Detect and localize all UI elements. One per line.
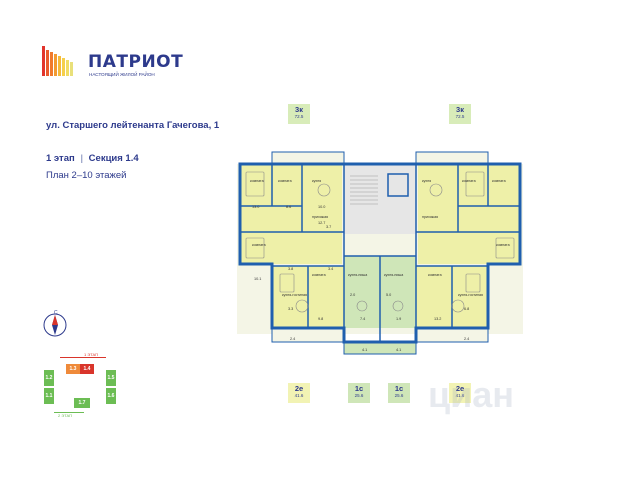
compass-icon: С: [43, 310, 67, 337]
apartment-tag-bottom-4: 2е 41.6: [449, 383, 471, 403]
svg-text:1.9: 1.9: [396, 317, 401, 321]
room-label: кухня-гостиная: [458, 293, 483, 297]
room-label: кухня-ниша: [348, 273, 367, 277]
room-label: кухня: [312, 179, 321, 183]
svg-text:2.4: 2.4: [290, 337, 295, 341]
svg-text:3.3: 3.3: [288, 307, 293, 311]
room-label: комната: [492, 179, 506, 183]
site-section-1.5: 1.5: [106, 370, 116, 386]
svg-text:4.1: 4.1: [396, 348, 401, 352]
room-label: комната: [252, 243, 266, 247]
stage-label: 1 этап | Секция 1.4: [46, 153, 139, 164]
address: ул. Старшего лейтенанта Гачегова, 1: [46, 120, 220, 131]
room-label: комната: [250, 179, 264, 183]
svg-text:10.1: 10.1: [254, 277, 261, 281]
svg-text:6.8: 6.8: [464, 307, 469, 311]
svg-text:10.0: 10.0: [318, 205, 325, 209]
svg-text:8.6: 8.6: [286, 205, 291, 209]
svg-text:2.0: 2.0: [350, 293, 355, 297]
room-label: комната: [428, 273, 442, 277]
stage-number: 1 этап: [46, 153, 75, 164]
room-label: комната: [278, 179, 292, 183]
site-section-1.2: 1.2: [44, 370, 54, 386]
site-section-1.1: 1.1: [44, 388, 54, 404]
watermark: циан: [428, 374, 515, 415]
svg-text:12.7: 12.7: [318, 221, 325, 225]
svg-text:4.1: 4.1: [362, 348, 367, 352]
apartment-tag-bottom-1: 2е 41.6: [288, 383, 310, 403]
room-label: кухня: [422, 179, 431, 183]
room-label: комната: [462, 179, 476, 183]
room-label: прихожая: [312, 215, 328, 219]
site-plan: 1 ЭТАП 1.3 1.4 1.2 1.1 1.5 1.6 1.7 2 ЭТА…: [40, 352, 120, 422]
site-section-1.6: 1.6: [106, 388, 116, 404]
site-section-1.4: 1.4: [80, 364, 94, 374]
room-label: кухня-ниша: [384, 273, 403, 277]
section-number: Секция 1.4: [88, 153, 139, 164]
svg-text:13.0: 13.0: [252, 205, 259, 209]
logo-bars-icon: [42, 46, 73, 76]
room-label: комната: [312, 273, 326, 277]
site-stage1-label: 1 ЭТАП: [84, 352, 99, 357]
apartment-tag-top-left: 3к 72.5: [288, 104, 310, 124]
svg-text:3.8: 3.8: [288, 267, 293, 271]
brand-tagline: НАСТОЯЩИЙ ЖИЛОЙ РАЙОН: [89, 72, 155, 77]
svg-text:3.7: 3.7: [326, 225, 331, 229]
site-section-1.3: 1.3: [66, 364, 80, 374]
apartment-tag-bottom-2: 1с 25.6: [348, 383, 370, 403]
svg-text:2.4: 2.4: [464, 337, 469, 341]
svg-text:С: С: [54, 310, 58, 316]
svg-text:3.4: 3.4: [328, 267, 333, 271]
brand-name: ПАТРИОТ: [88, 52, 184, 72]
apartment-tag-top-right: 3к 72.5: [449, 104, 471, 124]
room-label: комната: [496, 243, 510, 247]
svg-text:13.2: 13.2: [434, 317, 441, 321]
plan-label: План 2–10 этажей: [46, 170, 127, 181]
brand-logo: [40, 42, 80, 76]
svg-text:9.8: 9.8: [318, 317, 323, 321]
svg-text:7.4: 7.4: [360, 317, 365, 321]
room-label: кухня-гостиная: [282, 293, 307, 297]
site-section-1.7: 1.7: [74, 398, 90, 408]
svg-text:5.0: 5.0: [386, 293, 391, 297]
floor-plan: комната комната кухня прихожая кухня ком…: [237, 151, 523, 355]
site-stage2-label: 2 ЭТАП: [58, 413, 73, 418]
apartment-tag-bottom-3: 1с 25.6: [388, 383, 410, 403]
room-label: прихожая: [422, 215, 438, 219]
